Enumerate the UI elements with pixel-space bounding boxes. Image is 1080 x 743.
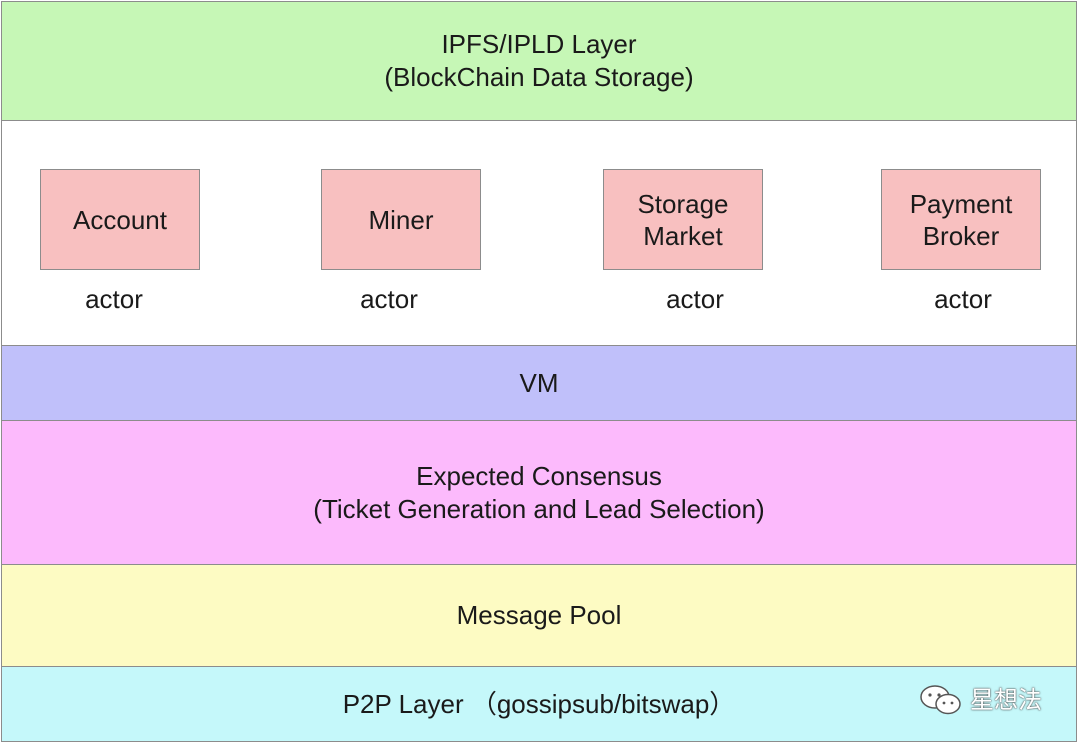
storage-market-actor-caption: actor	[666, 284, 724, 314]
miner-actor-label: Miner	[368, 204, 434, 235]
message-pool-layer: Message Pool	[1, 564, 1077, 667]
p2p-layer: P2P Layer （gossipsub/bitswap） 星想法	[1, 666, 1077, 742]
payment-broker-label-line2: Broker	[922, 220, 1000, 251]
payment-broker-actor-box: Payment Broker	[881, 169, 1041, 270]
ipfs-layer-title: IPFS/IPLD Layer	[441, 29, 637, 59]
watermark: 星想法	[918, 683, 1042, 717]
storage-market-label-line2: Market	[643, 220, 723, 251]
miner-actor-caption: actor	[360, 284, 418, 314]
account-actor-box: Account	[40, 169, 200, 270]
payment-broker-label-line1: Payment	[909, 188, 1013, 219]
storage-market-actor-box: Storage Market	[603, 169, 763, 270]
p2p-layer-label: P2P Layer （gossipsub/bitswap）	[342, 688, 736, 719]
consensus-layer-title: Expected Consensus	[416, 460, 662, 491]
miner-actor-box: Miner	[321, 169, 481, 270]
actors-layer: Account actor Miner actor Storage Market…	[1, 120, 1077, 346]
storage-market-label-line1: Storage	[637, 188, 729, 219]
watermark-text: 星想法	[970, 686, 1042, 714]
account-actor-caption: actor	[85, 284, 143, 314]
vm-layer-label: VM	[519, 367, 559, 398]
wechat-icon	[920, 685, 961, 715]
account-actor-label: Account	[73, 204, 167, 235]
ipfs-layer-subtitle: (BlockChain Data Storage)	[384, 62, 694, 92]
expected-consensus-layer: Expected Consensus (Ticket Generation an…	[1, 420, 1077, 565]
ipfs-ipld-layer: IPFS/IPLD Layer (BlockChain Data Storage…	[1, 1, 1077, 121]
consensus-layer-subtitle: (Ticket Generation and Lead Selection)	[313, 493, 765, 524]
payment-broker-actor-caption: actor	[934, 284, 992, 314]
message-pool-label: Message Pool	[456, 600, 622, 630]
vm-layer: VM	[1, 345, 1077, 421]
